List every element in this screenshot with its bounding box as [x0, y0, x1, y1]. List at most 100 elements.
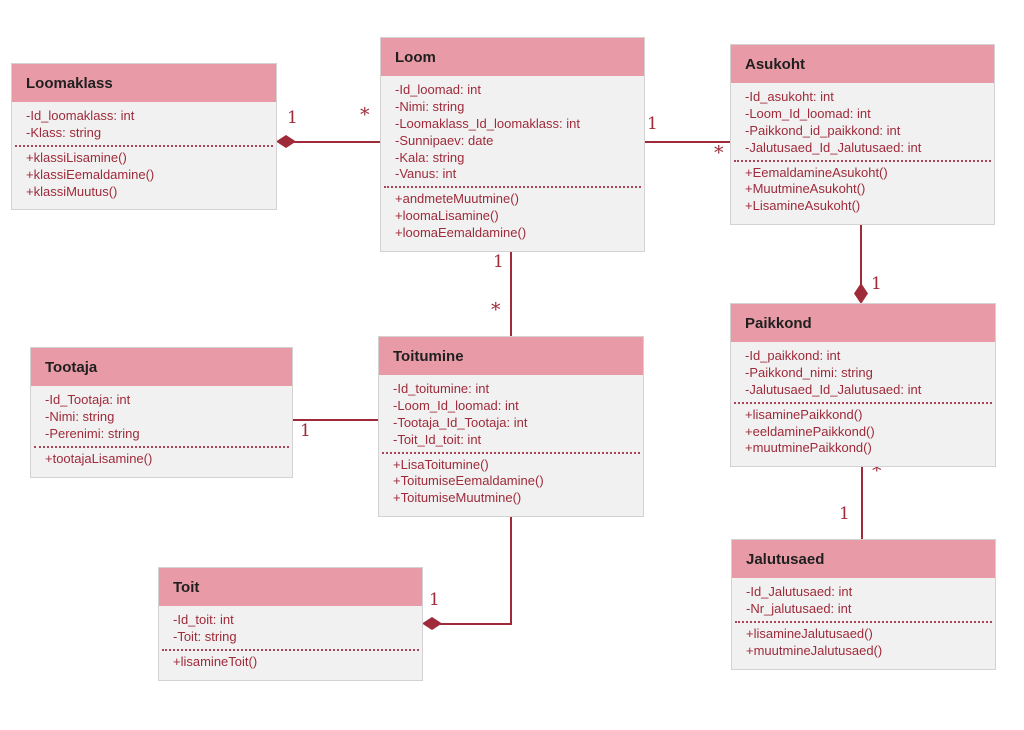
- class-title: Jalutusaed: [732, 540, 995, 578]
- class-member: -Id_Jalutusaed: int: [746, 584, 853, 599]
- class-member: +andmeteMuutmine(): [395, 191, 519, 207]
- class-title: Loomaklass: [12, 64, 276, 102]
- class-member: +eeldaminePaikkond(): [745, 423, 875, 439]
- method-list: +lisaminePaikkond()+eeldaminePaikkond()+…: [731, 407, 995, 458]
- class-box-loom[interactable]: Loom -Id_loomad: int-Nimi: string-Loomak…: [380, 37, 645, 253]
- class-member: +lisamineToit(): [173, 653, 258, 669]
- class-member: -Sunnipaev: date: [395, 132, 494, 148]
- separator: [384, 186, 641, 189]
- class-member: +loomaEemaldamine(): [395, 225, 527, 241]
- separator: [734, 401, 992, 404]
- multiplicity-loomaklass-1: 1: [287, 108, 298, 128]
- attribute-list: -Id_paikkond: int-Paikkond_nimi: string-…: [731, 348, 995, 399]
- class-member: +ToitumiseMuutmine(): [393, 490, 522, 506]
- class-member: -Tootaja_Id_Tootaja: int: [393, 414, 528, 430]
- class-member: +MuutmineAsukoht(): [745, 181, 866, 197]
- aggregation-diamond-toit: [422, 617, 442, 630]
- class-member: -Id_paikkond: int: [745, 348, 841, 363]
- class-title: Asukoht: [731, 45, 994, 83]
- separator: [735, 620, 992, 623]
- method-list: +klassiLisamine()+klassiEemaldamine()+kl…: [12, 150, 276, 201]
- class-member: -Klass: string: [26, 124, 102, 140]
- multiplicity-loom-many: *: [360, 104, 370, 126]
- class-body: -Id_loomad: int-Nimi: string-Loomaklass_…: [381, 76, 644, 251]
- class-box-toit[interactable]: Toit -Id_toit: int-Toit: string +lisamin…: [158, 567, 423, 681]
- class-body: -Id_asukoht: int-Loom_Id_loomad: int-Pai…: [731, 83, 994, 224]
- class-member: +EemaldamineAsukoht(): [745, 164, 888, 180]
- multiplicity-toit-1: 1: [429, 590, 440, 610]
- connector-asukoht-paikkond: [860, 217, 862, 287]
- class-member: -Jalutusaed_Id_Jalutusaed: int: [745, 139, 922, 155]
- class-member: -Toit_Id_toit: int: [393, 431, 482, 447]
- multiplicity-paikkond-1: 1: [871, 274, 882, 294]
- class-member: +klassiMuutus(): [26, 183, 118, 199]
- class-member: -Jalutusaed_Id_Jalutusaed: int: [745, 381, 922, 397]
- class-body: -Id_paikkond: int-Paikkond_nimi: string-…: [731, 342, 995, 466]
- class-member: -Vanus: int: [395, 166, 457, 182]
- class-member: -Nr_jalutusaed: int: [746, 600, 852, 616]
- connector-tootaja-toitumine: [293, 419, 378, 421]
- attribute-list: -Id_Jalutusaed: int-Nr_jalutusaed: int: [732, 584, 995, 618]
- separator: [382, 451, 640, 454]
- class-box-loomaklass[interactable]: Loomaklass -Id_loomaklass: int-Klass: st…: [11, 63, 277, 211]
- multiplicity-jalutusaed-1: 1: [839, 504, 850, 524]
- connector-toitumine-toit-horizontal: [440, 623, 512, 625]
- class-title: Toit: [159, 568, 422, 606]
- class-member: -Paikkond_nimi: string: [745, 364, 873, 380]
- class-member: -Perenimi: string: [45, 425, 140, 441]
- class-body: -Id_loomaklass: int-Klass: string +klass…: [12, 102, 276, 209]
- class-body: -Id_Jalutusaed: int-Nr_jalutusaed: int +…: [732, 578, 995, 669]
- separator: [15, 144, 273, 147]
- class-title: Paikkond: [731, 304, 995, 342]
- class-box-jalutusaed[interactable]: Jalutusaed -Id_Jalutusaed: int-Nr_jalutu…: [731, 539, 996, 670]
- separator: [734, 159, 991, 162]
- class-member: +ToitumiseEemaldamine(): [393, 473, 544, 489]
- attribute-list: -Id_toitumine: int-Loom_Id_loomad: int-T…: [379, 381, 643, 449]
- class-member: -Id_asukoht: int: [745, 89, 834, 104]
- connector-toitumine-toit-vertical: [510, 509, 512, 625]
- method-list: +andmeteMuutmine()+loomaLisamine()+looma…: [381, 191, 644, 242]
- multiplicity-toitumine-many: *: [491, 299, 501, 321]
- class-box-toitumine[interactable]: Toitumine -Id_toitumine: int-Loom_Id_loo…: [378, 336, 644, 518]
- class-member: -Toit: string: [173, 628, 237, 644]
- separator: [162, 648, 419, 651]
- attribute-list: -Id_Tootaja: int-Nimi: string-Perenimi: …: [31, 392, 292, 443]
- class-member: -Id_toitumine: int: [393, 381, 490, 396]
- multiplicity-loom-1: 1: [647, 114, 658, 134]
- class-body: -Id_Tootaja: int-Nimi: string-Perenimi: …: [31, 386, 292, 477]
- connector-loomaklass-loom: [293, 141, 380, 143]
- class-body: -Id_toit: int-Toit: string +lisamineToit…: [159, 606, 422, 680]
- class-member: -Nimi: string: [395, 98, 465, 114]
- class-box-paikkond[interactable]: Paikkond -Id_paikkond: int-Paikkond_nimi…: [730, 303, 996, 468]
- aggregation-diamond-loomaklass: [276, 135, 296, 148]
- class-title: Tootaja: [31, 348, 292, 386]
- method-list: +LisaToitumine()+ToitumiseEemaldamine()+…: [379, 457, 643, 508]
- class-member: -Id_toit: int: [173, 612, 234, 627]
- class-box-tootaja[interactable]: Tootaja -Id_Tootaja: int-Nimi: string-Pe…: [30, 347, 293, 478]
- connector-loom-asukoht: [645, 141, 730, 143]
- attribute-list: -Id_asukoht: int-Loom_Id_loomad: int-Pai…: [731, 89, 994, 157]
- class-box-asukoht[interactable]: Asukoht -Id_asukoht: int-Loom_Id_loomad:…: [730, 44, 995, 226]
- method-list: +lisamineJalutusaed()+muutmineJalutusaed…: [732, 626, 995, 660]
- class-title: Toitumine: [379, 337, 643, 375]
- class-body: -Id_toitumine: int-Loom_Id_loomad: int-T…: [379, 375, 643, 516]
- class-member: -Paikkond_id_paikkond: int: [745, 122, 901, 138]
- method-list: +EemaldamineAsukoht()+MuutmineAsukoht()+…: [731, 165, 994, 216]
- class-member: -Id_Tootaja: int: [45, 392, 131, 407]
- class-member: +klassiEemaldamine(): [26, 166, 155, 182]
- aggregation-diamond-paikkond: [854, 283, 868, 304]
- class-member: +lisamineJalutusaed(): [746, 625, 873, 641]
- separator: [34, 445, 289, 448]
- class-member: +tootajaLisamine(): [45, 450, 153, 466]
- class-member: +LisamineAsukoht(): [745, 198, 861, 214]
- method-list: +tootajaLisamine(): [31, 451, 292, 468]
- attribute-list: -Id_toit: int-Toit: string: [159, 612, 422, 646]
- multiplicity-asukoht-many: *: [714, 142, 724, 164]
- class-member: +loomaLisamine(): [395, 208, 499, 224]
- method-list: +lisamineToit(): [159, 654, 422, 671]
- class-member: +muutminePaikkond(): [745, 440, 872, 456]
- class-member: -Loom_Id_loomad: int: [393, 397, 519, 413]
- class-member: -Loom_Id_loomad: int: [745, 105, 871, 121]
- connector-paikkond-jalutusaed: [861, 459, 863, 539]
